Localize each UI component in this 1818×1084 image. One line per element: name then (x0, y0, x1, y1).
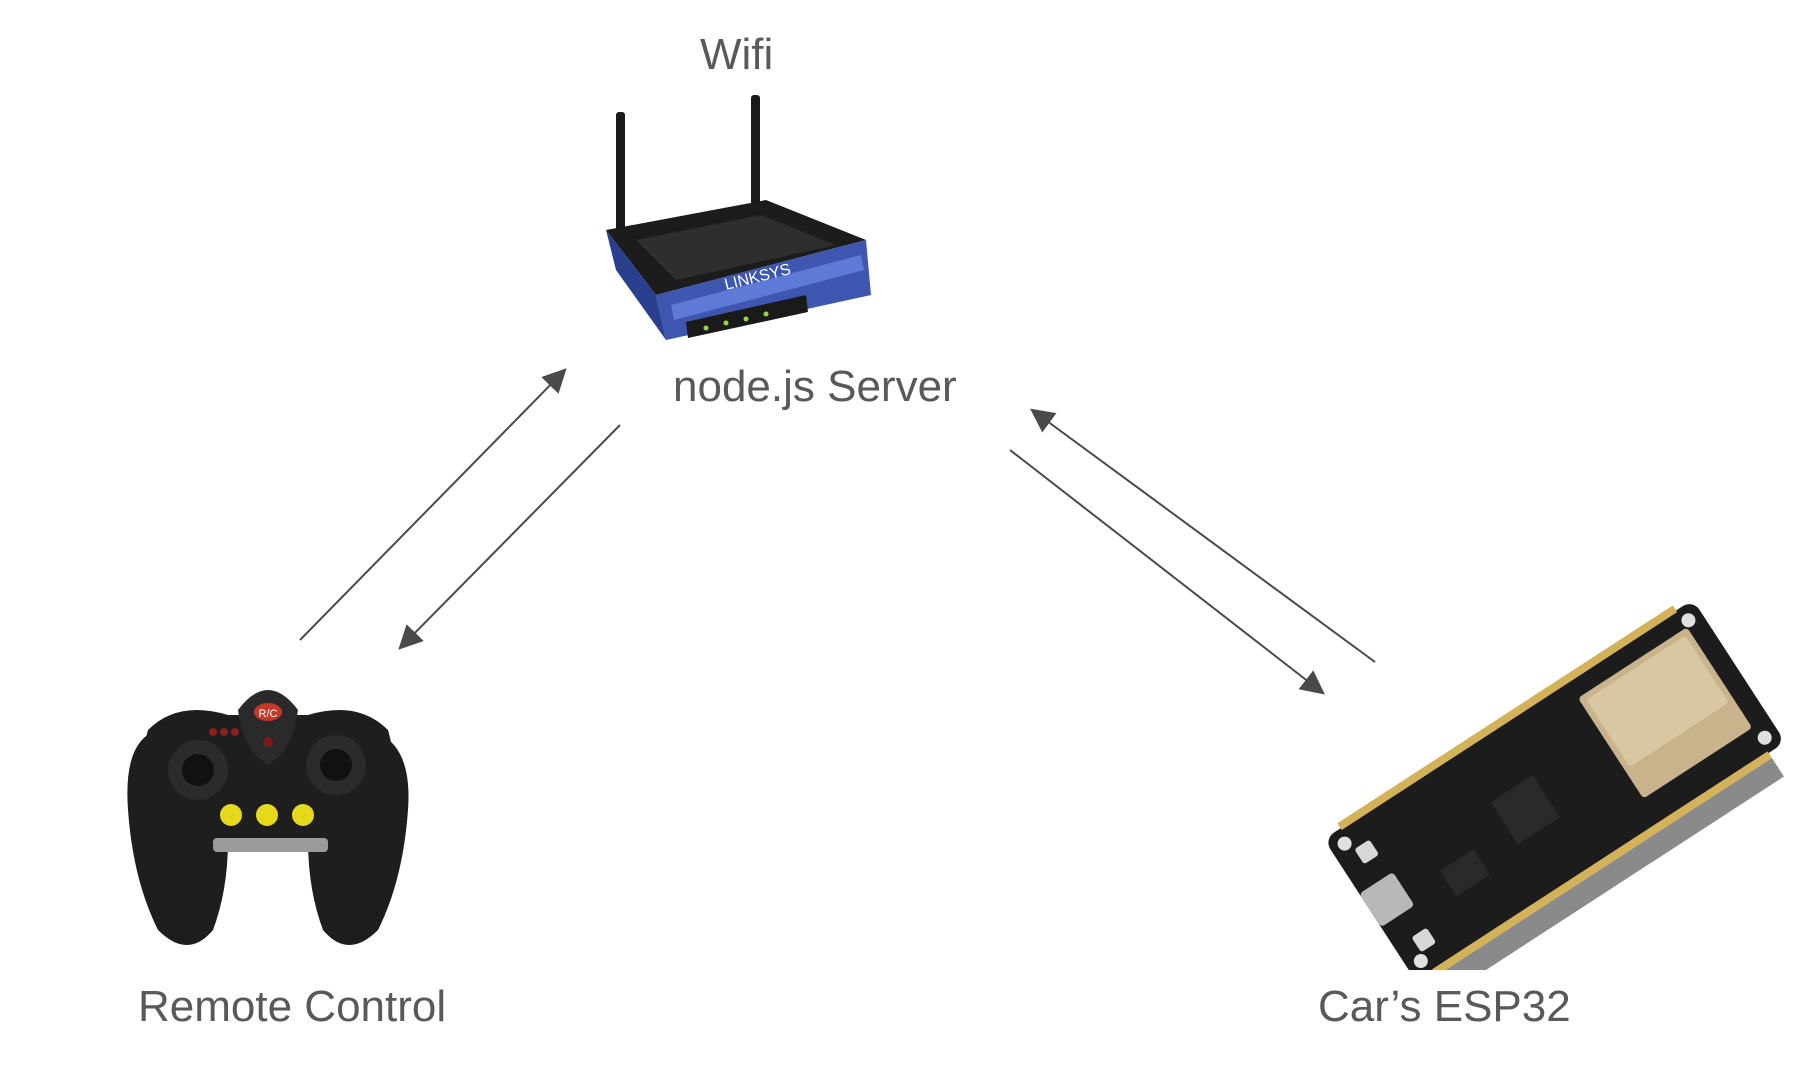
arrow-remote-to-server (299, 368, 567, 641)
server-label: node.js Server (673, 362, 957, 411)
arrow-esp-to-server (1030, 408, 1376, 663)
rc-controller-icon: R/C (127, 690, 409, 945)
remote-control-label: Remote Control (138, 982, 447, 1031)
arrow-server-to-esp (1009, 449, 1325, 695)
esp32-board-icon (1328, 604, 1784, 970)
wifi-router-icon: LINKSYS (606, 95, 871, 340)
wifi-label: Wifi (700, 30, 774, 79)
svg-text:R/C: R/C (259, 708, 278, 720)
arrow-server-to-remote (398, 424, 621, 650)
esp32-label: Car’s ESP32 (1318, 982, 1571, 1031)
